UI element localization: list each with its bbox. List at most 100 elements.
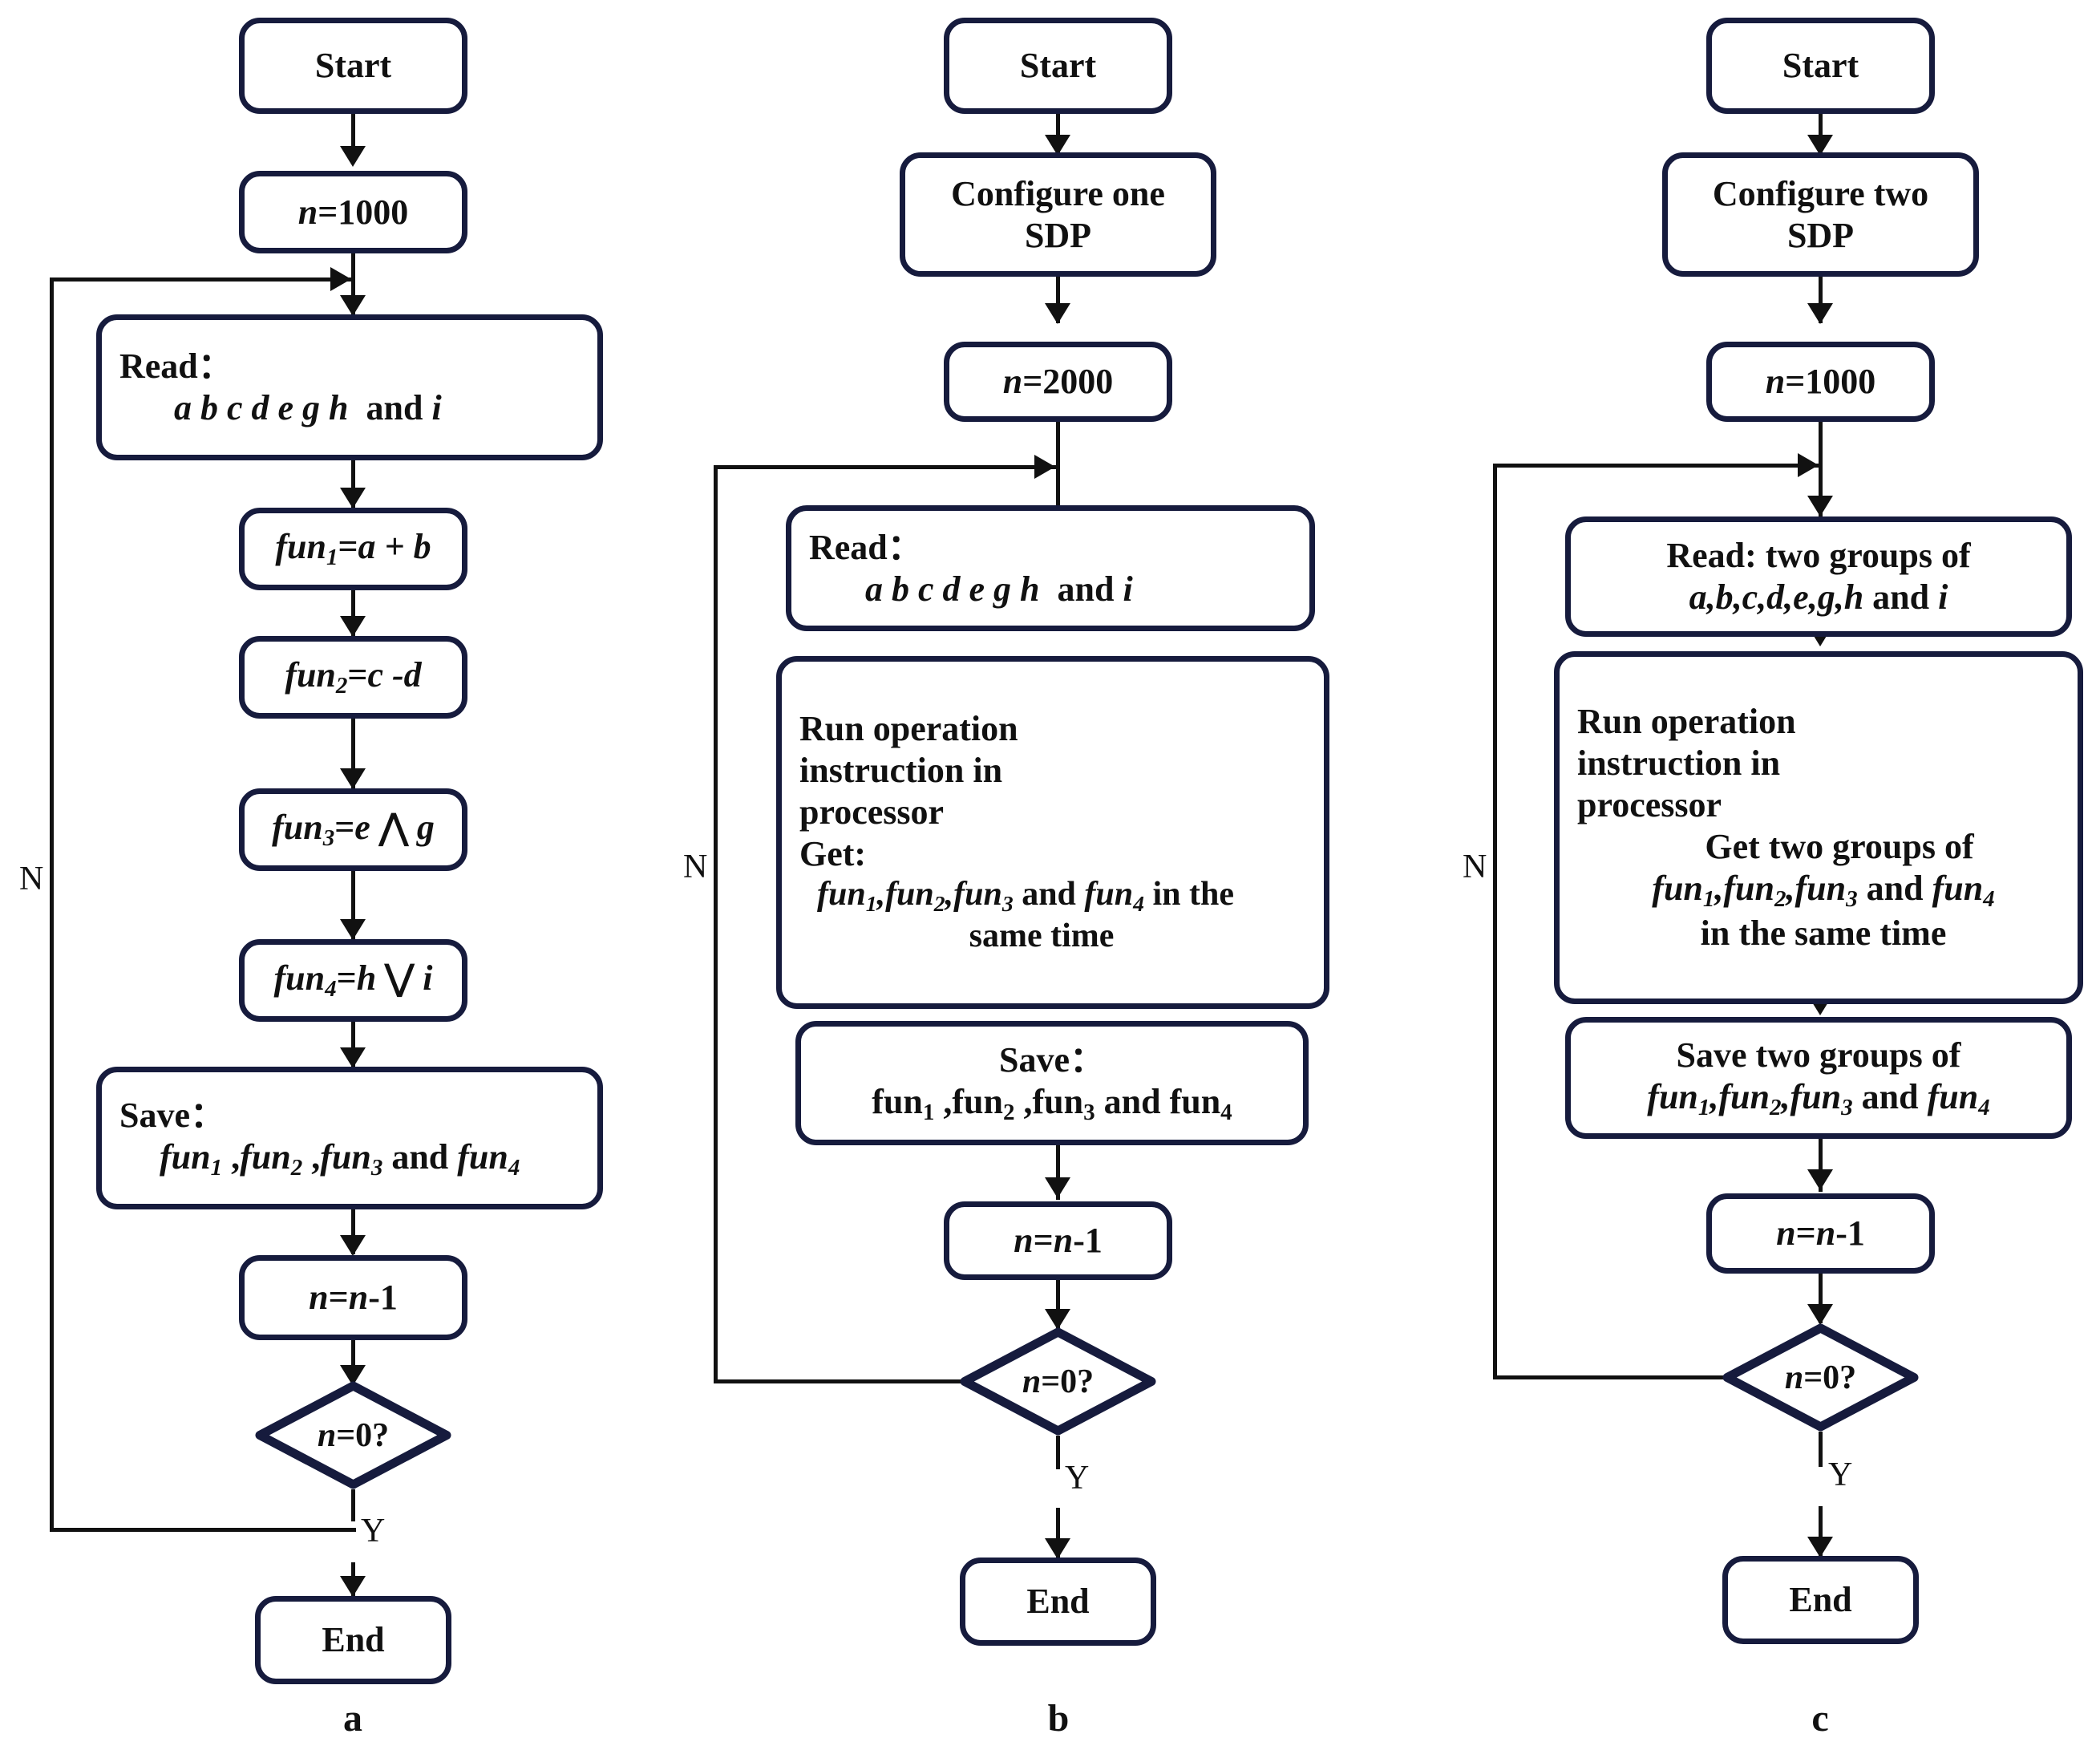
panel-b-run-line6: same time xyxy=(969,918,1115,955)
panel-a-fun1-label: fun1=a + b xyxy=(275,527,431,571)
panel-a-arrow-read-to-fun1 xyxy=(340,488,366,508)
panel-c-loop-bottom xyxy=(1493,1375,1734,1379)
panel-b-node-start: Start xyxy=(944,18,1172,114)
panel-c-edge-init-to-read xyxy=(1819,422,1823,516)
panel-a-node-save: Save： fun1 ,fun2 ,fun3 and fun4 xyxy=(96,1067,603,1209)
panel-c-arrow-cond-to-end xyxy=(1807,1537,1833,1558)
panel-c-loop-top xyxy=(1493,464,1822,468)
panel-a-save-body: fun1 ,fun2 ,fun3 and fun4 xyxy=(160,1136,520,1181)
panel-a-arrow-fun4-to-save xyxy=(340,1047,366,1068)
panel-c-node-decrement: n=n-1 xyxy=(1706,1193,1935,1274)
panel-a-edge-save-to-dec xyxy=(351,1209,355,1254)
panel-c-run-line1: Run operation xyxy=(1577,702,1796,742)
panel-a-edge-fun3-to-fun4 xyxy=(351,871,355,940)
panel-a-fun3-label: fun3=e ⋀ g xyxy=(272,808,435,852)
panel-b-edge-label-yes: Y xyxy=(1065,1460,1090,1497)
panel-a-node-end: End xyxy=(255,1596,451,1684)
panel-b-arrow-config-to-init xyxy=(1045,303,1070,324)
panel-c-run-line5: fun1,fun2,fun3 and fun4 xyxy=(1652,868,1995,912)
panel-a-arrow-cond-to-end xyxy=(340,1576,366,1597)
panel-b-edge-save-to-dec xyxy=(1056,1145,1060,1200)
panel-b-node-read: Read： a b c d e g h and i xyxy=(786,505,1315,631)
panel-a-edge-label-yes: Y xyxy=(361,1513,386,1549)
panel-c-decrement-label: n=n-1 xyxy=(1776,1213,1865,1254)
panel-c-condition-label: n=0? xyxy=(1784,1359,1857,1396)
panel-c-run-line3: processor xyxy=(1577,784,1722,824)
panel-c-caption: c xyxy=(1811,1697,1829,1740)
panel-b-node-end: End xyxy=(960,1558,1156,1646)
panel-b-node-save: Save： fun1 ,fun2 ,fun3 and fun4 xyxy=(795,1021,1309,1145)
panel-a-node-fun4: fun4=h ⋁ i xyxy=(239,939,467,1022)
panel-c-arrow-init-to-read xyxy=(1807,496,1833,516)
panel-a-condition-label: n=0? xyxy=(317,1416,390,1454)
panel-c-arrow-save-to-dec xyxy=(1807,1169,1833,1190)
panel-b-node-condition: n=0? xyxy=(960,1327,1156,1436)
panel-c-node-end: End xyxy=(1722,1556,1919,1644)
panel-a-edge-fun4-to-save xyxy=(351,1022,355,1067)
panel-a-node-start: Start xyxy=(239,18,467,114)
panel-a-diamond-shape xyxy=(255,1381,451,1489)
panel-b-decrement-label: n=n-1 xyxy=(1014,1221,1103,1261)
panel-c-edge-label-no: N xyxy=(1463,849,1487,885)
panel-b-arrow-dec-to-cond xyxy=(1045,1309,1070,1330)
panel-c-run-line2: instruction in xyxy=(1577,743,1781,783)
panel-a-edge-dec-to-cond xyxy=(351,1340,355,1383)
panel-a-edge-start-to-init xyxy=(351,114,355,152)
panel-b-start-label: Start xyxy=(1019,46,1097,86)
panel-a-node-condition: n=0? xyxy=(255,1381,451,1489)
panel-b-run-line1: Run operation xyxy=(799,709,1018,749)
panel-c-read-line2: a,b,c,d,e,g,h and i xyxy=(1689,577,1948,617)
panel-c-edge-dec-to-cond xyxy=(1819,1274,1823,1323)
panel-a-init-label: n=1000 xyxy=(297,192,409,232)
panel-b-loop-left xyxy=(714,465,718,1382)
panel-b-end-label: End xyxy=(1026,1582,1090,1622)
panel-a-read-head: Read： xyxy=(119,346,233,387)
panel-c-node-read: Read: two groups of a,b,c,d,e,g,h and i xyxy=(1565,516,2072,637)
panel-b-loop-top xyxy=(714,465,1058,469)
panel-b-read-body: a b c d e g h and i xyxy=(865,569,1133,609)
panel-b-arrow-start-to-config xyxy=(1045,135,1070,156)
panel-c-edge-save-to-dec xyxy=(1819,1139,1823,1192)
panel-b-init-label: n=2000 xyxy=(1002,362,1114,402)
panel-a-edge-init-to-read xyxy=(351,253,355,316)
panel-a-start-label: Start xyxy=(314,46,392,86)
panel-b-loop-bottom xyxy=(714,1379,970,1383)
panel-c-edge-config-to-init xyxy=(1819,277,1823,323)
panel-b-edge-cond-yes-2 xyxy=(1056,1508,1060,1558)
panel-a-node-fun2: fun2=c -d xyxy=(239,636,467,719)
panel-a-decrement-label: n=n-1 xyxy=(309,1278,398,1318)
panel-a-arrow-save-to-dec xyxy=(340,1235,366,1256)
panel-c-arrow-config-to-init xyxy=(1807,303,1833,324)
panel-a-arrow-fun2-to-fun3 xyxy=(340,768,366,789)
panel-a-node-fun1: fun1=a + b xyxy=(239,508,467,590)
panel-b-node-decrement: n=n-1 xyxy=(944,1201,1172,1280)
panel-c-loop-left xyxy=(1493,464,1497,1378)
panel-c-arrow-start-to-config xyxy=(1807,135,1833,156)
panel-a-node-read: Read： a b c d e g h and i xyxy=(96,314,603,460)
panel-c-save-line2: fun1,fun2,fun3 and fun4 xyxy=(1647,1076,1990,1120)
panel-a-edge-fun1-to-fun2 xyxy=(351,590,355,637)
panel-c-edge-start-to-config xyxy=(1819,114,1823,152)
panel-b-arrow-cond-to-end xyxy=(1045,1538,1070,1559)
panel-c-run-line4: Get two groups of xyxy=(1705,826,1974,866)
panel-a-read-body: a b c d e g h and i xyxy=(174,388,442,427)
panel-c-save-line1: Save two groups of xyxy=(1676,1035,1961,1075)
panel-a-edge-cond-yes xyxy=(351,1489,355,1521)
panel-b-run-line3: processor xyxy=(799,792,945,832)
panel-a-edge-label-no: N xyxy=(19,861,44,897)
panel-a-arrow-fun3-to-fun4 xyxy=(340,919,366,940)
panel-b-save-body: fun1 ,fun2 ,fun3 and fun4 xyxy=(872,1082,1232,1126)
panel-a-node-decrement: n=n-1 xyxy=(239,1255,467,1340)
panel-b-node-init: n=2000 xyxy=(944,342,1172,422)
panel-b-edge-label-no: N xyxy=(683,849,708,885)
panel-c-node-condition: n=0? xyxy=(1722,1323,1919,1432)
panel-c-read-line1: Read: two groups of xyxy=(1666,536,1971,576)
panel-a-loop-bottom xyxy=(50,1528,356,1532)
panel-a-loop-arrow xyxy=(330,267,351,291)
panel-c-start-label: Start xyxy=(1782,46,1859,86)
